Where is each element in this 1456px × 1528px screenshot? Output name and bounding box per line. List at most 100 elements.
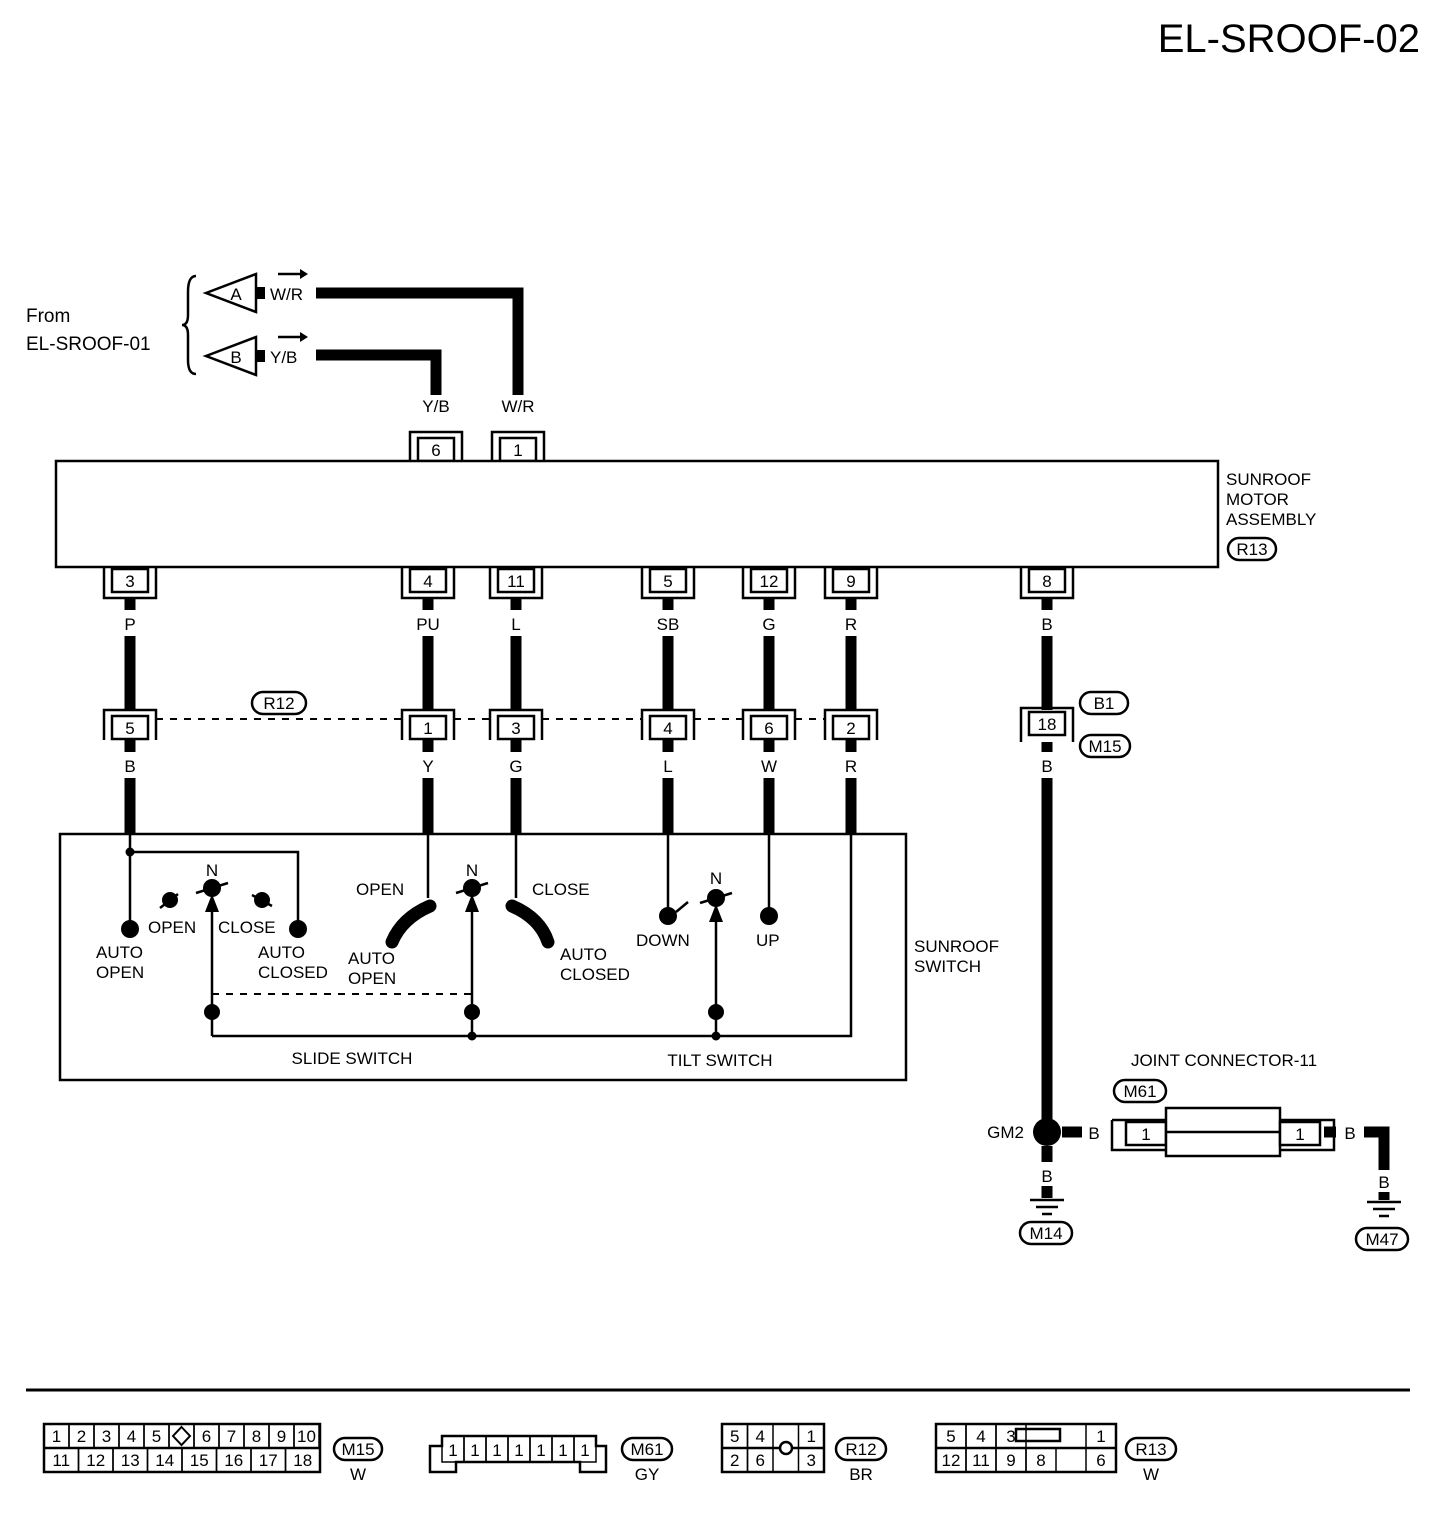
r12-pin-3: 3 [488,708,544,741]
from-brace [181,274,197,376]
motor-top-pin-1: 1 [490,430,546,463]
connector-badge [250,690,308,716]
connector-id: M15 [1088,737,1121,756]
wire-color-label: Y/B [270,348,297,367]
motor-label: SUNROOF [1226,470,1311,489]
wire-color-label: W/R [270,285,303,304]
pin-number: 4 [423,572,432,591]
connector-pin-label: 8 [1036,1451,1045,1470]
from-connector-a[interactable]: A W/R [202,269,308,314]
ground-circuit: GM2 B M14 B JOINT CONNECTOR-11 M61 1 1 B… [987,1051,1410,1252]
connector-pin-label: 9 [277,1427,286,1446]
connector-pin-label: 13 [121,1451,140,1470]
connector-pin-label: 10 [297,1427,316,1446]
wire-color-label: SB [657,615,680,634]
switch-label: SWITCH [914,957,981,976]
connector-cell [1025,1447,1057,1473]
svg-text:M61: M61 [630,1440,663,1459]
connector-cell [1085,1447,1117,1473]
connector-a-stub [257,287,265,299]
connector-pin-label: 2 [77,1427,86,1446]
from-label: From [26,306,70,327]
connector-cell [746,1447,774,1473]
pin-number: 8 [1042,572,1051,591]
svg-text:CLOSED: CLOSED [258,963,328,982]
tilt-switch-label: TILT SWITCH [667,1051,772,1070]
svg-text:BR: BR [849,1465,873,1484]
from-connector-b[interactable]: B Y/B [202,332,308,377]
pin-number: 6 [764,719,773,738]
sunroof-switch-box [58,832,908,1082]
connector-pin-label: 5 [152,1427,161,1446]
connector-pin-label: 15 [190,1451,209,1470]
svg-text:CLOSE: CLOSE [218,918,276,937]
pin-number: 5 [663,572,672,591]
connector-pin-label: 11 [52,1451,70,1470]
wire-color-label: B [1041,757,1052,776]
connector-pin-label: 12 [86,1451,105,1470]
connector-pin-label: 1 [580,1441,589,1460]
motor-pin-4: 4 [400,567,456,600]
auto-closed-contact [289,920,307,938]
pin-number: 3 [511,719,520,738]
svg-text:GM2: GM2 [987,1123,1024,1142]
svg-text:B: B [1088,1124,1099,1143]
pin-number: 1 [513,441,522,460]
sunroof-motor-assembly [54,459,1220,569]
connector-pin-label: 1 [807,1427,816,1446]
svg-text:OPEN: OPEN [348,969,396,988]
connector-pin-label: 17 [259,1451,278,1470]
motor-label: ASSEMBLY [1226,510,1316,529]
connector-badge [1078,690,1130,716]
connector-pin-label: 6 [202,1427,211,1446]
motor-pin-12: 12 [741,567,797,600]
switch-label: SUNROOF [914,937,999,956]
wires-motor-to-r12 [124,598,1053,710]
connector-pin-label: 7 [227,1427,236,1446]
arrow-head-icon [205,894,219,912]
connector-pin-label: 3 [807,1451,816,1470]
svg-text:OPEN: OPEN [148,918,196,937]
wire-color-label: PU [416,615,440,634]
connector-pin-label: 1 [470,1441,479,1460]
svg-text:OPEN: OPEN [356,880,404,899]
wire-color-label: P [124,615,135,634]
r12-pins: 5 1 3 4 6 2 18 [102,706,1075,742]
arrow-head-icon [300,269,308,279]
connector-pin-label: 11 [972,1451,990,1470]
wire-color-label: L [663,757,672,776]
connector-pin-label: 6 [756,1451,765,1470]
connector-a-tag: A [230,285,242,304]
slide-switch: N OPEN CLOSE AUTO OPEN AUTO CLOSED N OPE… [96,834,853,1068]
connector-pin-label: 1 [536,1441,545,1460]
connector-cell [797,1447,825,1473]
svg-text:M15: M15 [341,1440,374,1459]
motor-pin-3: 3 [102,567,158,600]
connector-id: R13 [1236,540,1267,559]
connector-pin-label: 4 [976,1427,985,1446]
b1-m15-pin-18: 18 [1019,706,1075,742]
pin-number: 11 [507,572,525,591]
pin-number: 12 [760,572,779,591]
svg-text:CLOSE: CLOSE [532,880,590,899]
pin-number: 6 [431,441,440,460]
svg-text:DOWN: DOWN [636,931,690,950]
connector-pin-label: 16 [224,1451,243,1470]
pin-number: 5 [125,719,134,738]
connector-pin-label: 1 [448,1441,457,1460]
svg-text:B: B [1378,1173,1389,1192]
arrow-head-icon [300,332,308,342]
joint-connector-title: JOINT CONNECTOR-11 [1131,1051,1317,1070]
connector-badge [1226,536,1278,562]
connector-pin-label: 1 [514,1441,523,1460]
connector-pin-label: 1 [52,1427,61,1446]
slide-switch-label: SLIDE SWITCH [292,1049,413,1068]
svg-text:R13: R13 [1135,1440,1166,1459]
r12-pin-2: 2 [823,708,879,741]
connector-pin-label: 1 [1096,1427,1105,1446]
wire-w-r [316,287,524,395]
connector-id: R12 [263,694,294,713]
motor-pin-5: 5 [640,567,696,600]
